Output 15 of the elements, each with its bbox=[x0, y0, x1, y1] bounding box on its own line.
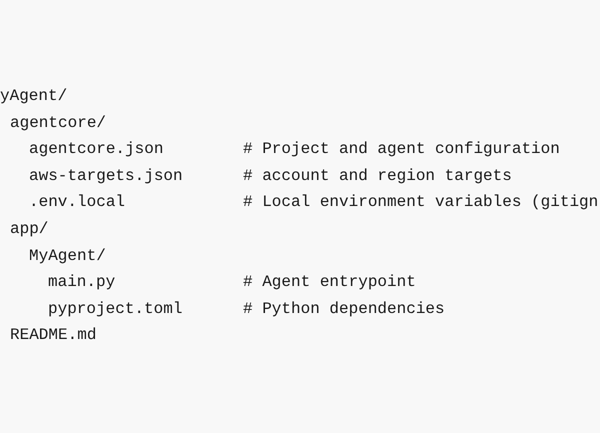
code-comment: # Local environment variables (gitign bbox=[243, 192, 598, 212]
file-name: main.py bbox=[48, 272, 116, 292]
folder-name: yAgent/ bbox=[0, 86, 68, 106]
code-comment: # Agent entrypoint bbox=[243, 272, 416, 292]
file-name: README.md bbox=[10, 325, 96, 346]
folder-name: agentcore/ bbox=[10, 112, 106, 133]
folder-name: MyAgent/ bbox=[29, 246, 106, 266]
code-comment: # account and region targets bbox=[243, 166, 512, 186]
file-name: aws-targets.json bbox=[29, 166, 183, 186]
code-comment: # Python dependencies bbox=[243, 298, 445, 319]
code-comment: # Project and agent configuration bbox=[243, 139, 560, 160]
folder-name: app/ bbox=[10, 219, 48, 239]
file-name: pyproject.toml bbox=[48, 298, 182, 319]
file-name: agentcore.json bbox=[29, 139, 164, 160]
file-name: .env.local bbox=[29, 192, 126, 212]
